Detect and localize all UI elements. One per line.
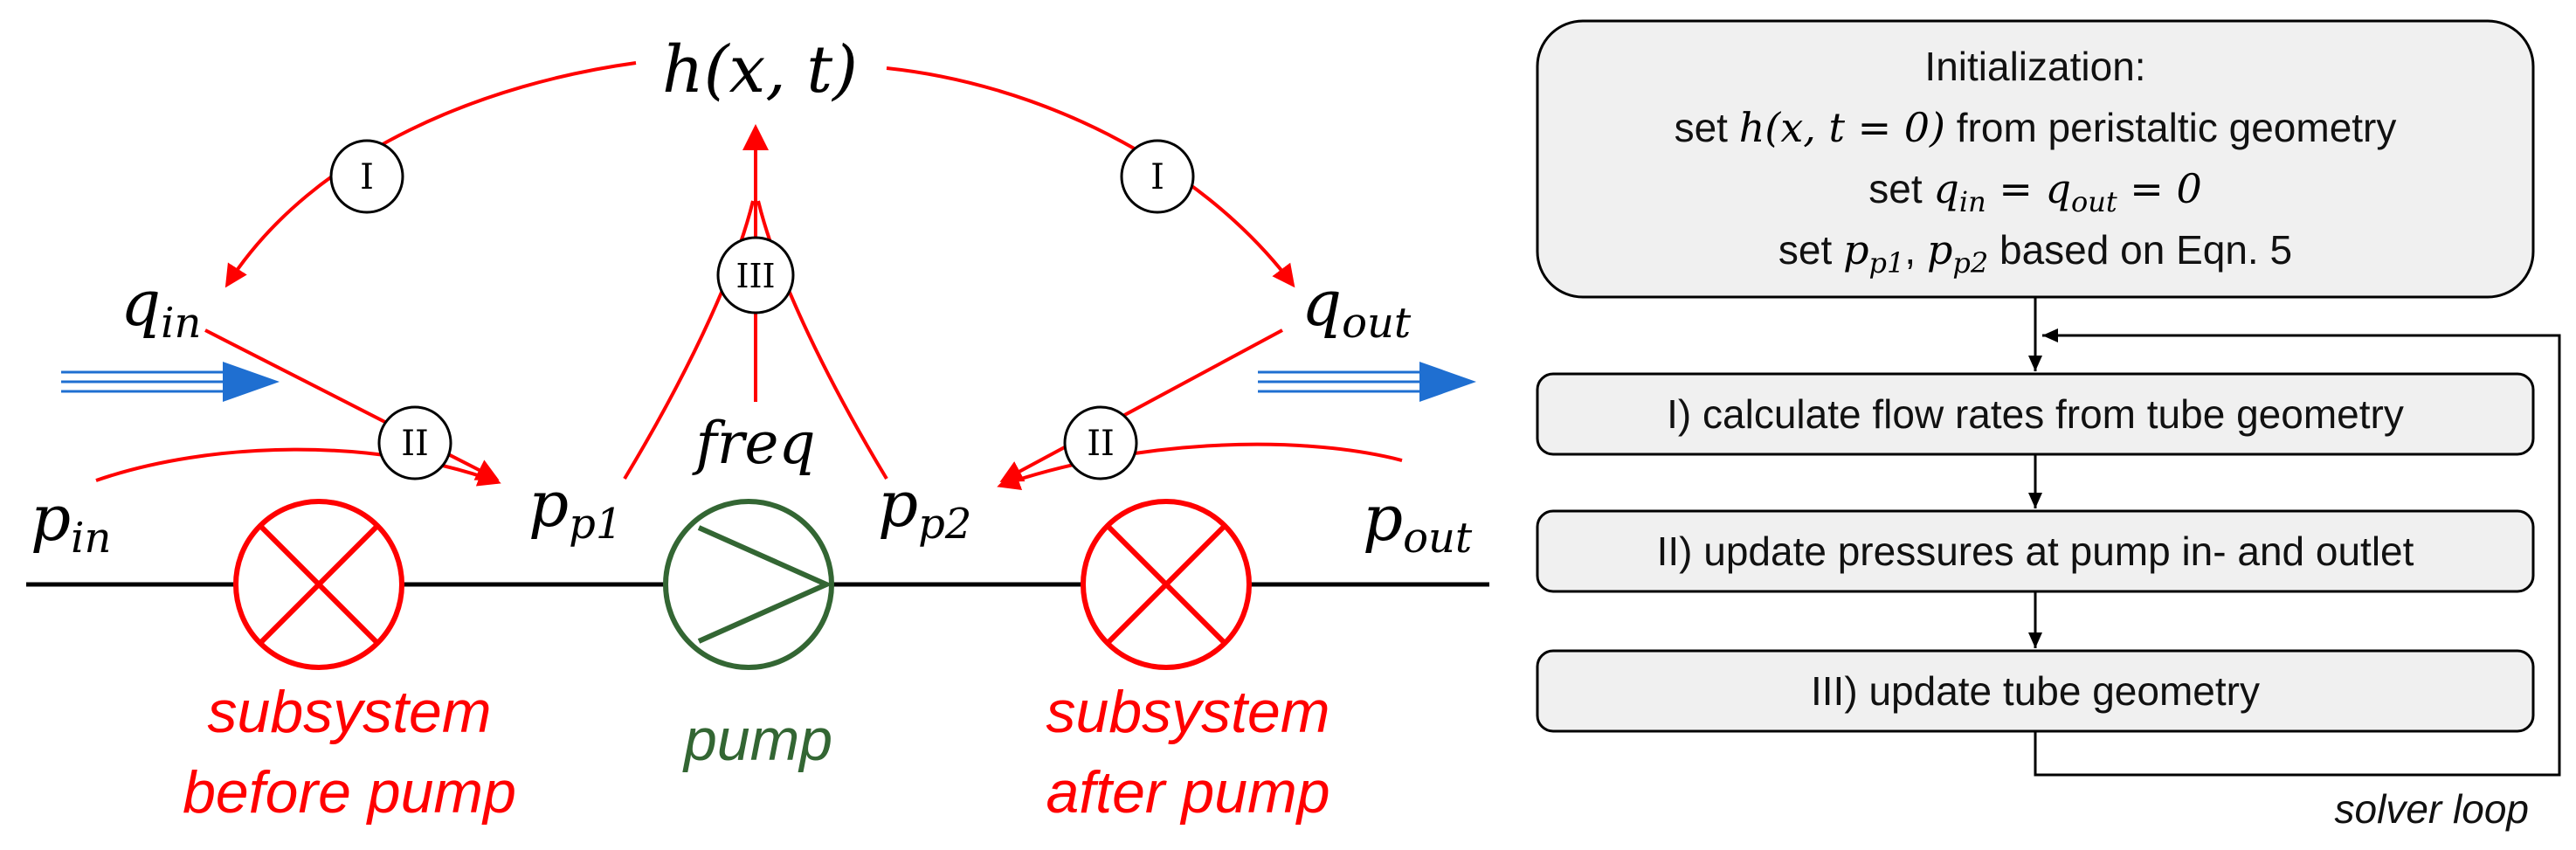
flow-out-arrow (1258, 362, 1476, 402)
svg-text:I: I (1150, 157, 1164, 197)
solver-loop-label: solver loop (2335, 786, 2529, 832)
init-line1: Initialization: (1924, 44, 2145, 89)
init-line4: set pp1, pp2 based on Eqn. 5 (1778, 226, 2292, 280)
arc-h-to-qout (886, 66, 1295, 288)
init-line3: set qin = qout = 0 (1868, 165, 2201, 218)
step-II-right-badge: II (1063, 405, 1138, 480)
svg-text:I: I (360, 157, 374, 197)
step-I-right-badge: I (1120, 139, 1195, 214)
pump-icon (663, 499, 834, 670)
step-III-badge: III (716, 236, 795, 314)
arc-pout-to-pp2 (997, 442, 1403, 490)
solver-loop-line (2034, 328, 2561, 777)
valve-before-icon (233, 499, 404, 670)
freq-symbol: freq (691, 410, 815, 477)
valve-after-icon (1081, 499, 1252, 670)
svg-text:II: II (1087, 424, 1115, 464)
line-qout-to-pp2 (999, 328, 1283, 482)
step2-label: II) update pressures at pump in- and out… (1657, 529, 2414, 574)
subsystem-before-label-line2: before pump (183, 759, 516, 826)
p-out-symbol: pout (1363, 481, 1473, 563)
h-symbol: h(x, t) (662, 32, 858, 107)
line-qin-to-pp1 (204, 328, 500, 480)
p-p2-symbol: pp2 (878, 467, 971, 549)
svg-text:II: II (401, 424, 429, 464)
subsystem-after-label-line1b: subsystem (1046, 679, 1330, 745)
arc-pin-to-pp1 (95, 447, 501, 487)
subsystem-before-label-line1: subsystem (208, 679, 492, 745)
init-line2: set h(x, t = 0) from peristaltic geometr… (1675, 104, 2397, 151)
pump-label: pump (682, 707, 832, 773)
step3-label: III) update tube geometry (1811, 668, 2260, 714)
step-II-left-badge: II (377, 405, 452, 480)
p-p1-symbol: pp1 (528, 467, 622, 549)
p-in-symbol: pin (31, 481, 111, 563)
flow-in-arrow (61, 362, 280, 402)
arc-h-to-qin (224, 61, 637, 288)
step-I-left-badge: I (329, 139, 404, 214)
q-out-symbol: qout (1302, 266, 1412, 348)
step1-label: I) calculate flow rates from tube geomet… (1667, 391, 2404, 437)
q-in-symbol: qin (121, 266, 201, 348)
subsystem-after-label-line2: after pump (1046, 759, 1329, 826)
svg-text:III: III (736, 257, 775, 295)
